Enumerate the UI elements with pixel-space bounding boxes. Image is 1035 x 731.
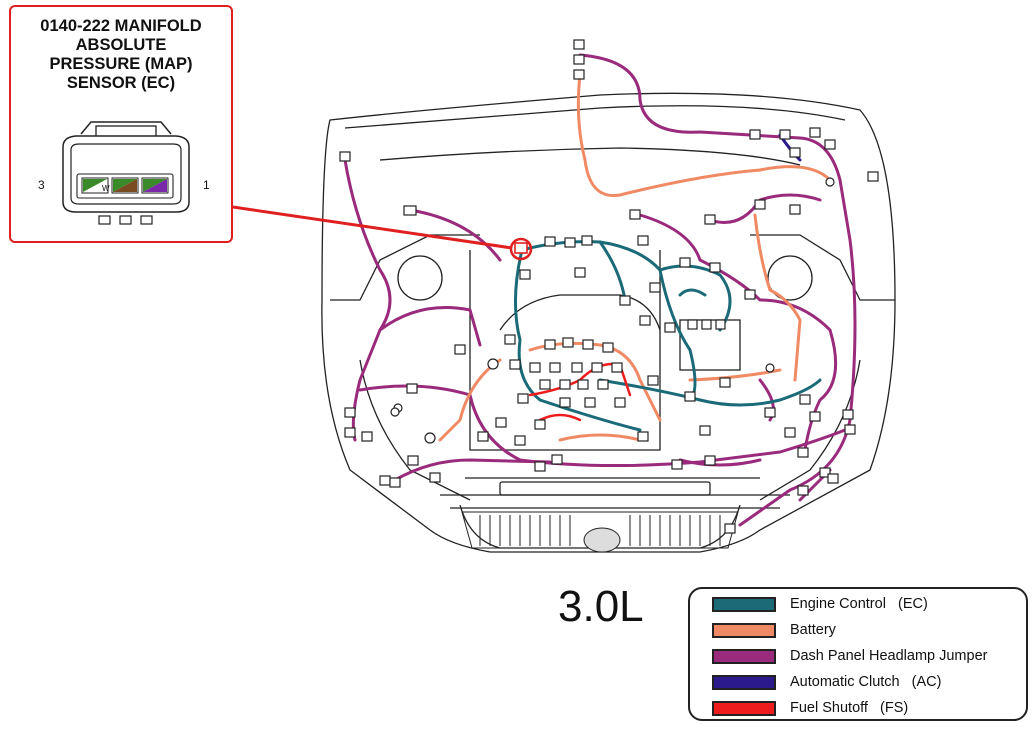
legend-label: Battery — [790, 622, 836, 638]
pin-3-wire-mark: W — [102, 184, 110, 193]
callout-title-line: SENSOR (EC) — [66, 74, 176, 92]
legend-item: Dash Panel Headlamp Jumper — [712, 645, 987, 667]
legend-item: Fuel Shutoff (FS) — [712, 697, 908, 719]
connector-face-drawing: W — [62, 121, 190, 225]
legend-swatch — [712, 622, 776, 638]
callout-title: 0140-222 MANIFOLD ABSOLUTE PRESSURE (MAP… — [11, 17, 231, 93]
legend-item: Engine Control (EC) — [712, 593, 928, 615]
legend-label: Automatic Clutch (AC) — [790, 674, 942, 690]
legend-label: Dash Panel Headlamp Jumper — [790, 648, 988, 664]
callout-leader-line — [232, 205, 513, 250]
legend-item: Battery — [712, 619, 836, 641]
engine-size-label: 3.0L — [558, 582, 644, 631]
pin-3-wire — [81, 177, 109, 194]
harness-dash-panel-headlamp-jumper — [343, 53, 857, 527]
legend: Engine Control (EC) Battery Dash Panel H… — [688, 587, 1028, 721]
vehicle-body-outline — [321, 92, 896, 553]
legend-swatch — [712, 674, 776, 690]
legend-swatch — [712, 700, 776, 716]
pin-1-wire — [141, 177, 169, 194]
legend-label: Fuel Shutoff (FS) — [790, 700, 909, 716]
pin-number-left: 3 — [38, 178, 45, 192]
map-sensor-highlight — [509, 237, 533, 261]
legend-label: Engine Control (EC) — [790, 596, 928, 612]
legend-swatch — [712, 596, 776, 612]
pin-2-wire — [111, 177, 139, 194]
callout-title-line: PRESSURE (MAP) — [49, 55, 193, 73]
connector-set — [339, 39, 879, 534]
legend-swatch — [712, 648, 776, 664]
pin-number-right: 1 — [203, 178, 210, 192]
callout-title-line: 0140-222 MANIFOLD — [40, 17, 202, 35]
callout-title-line: ABSOLUTE — [75, 36, 167, 54]
grille — [461, 511, 739, 553]
legend-item: Automatic Clutch (AC) — [712, 671, 942, 693]
connector-callout: 0140-222 MANIFOLD ABSOLUTE PRESSURE (MAP… — [9, 5, 233, 243]
